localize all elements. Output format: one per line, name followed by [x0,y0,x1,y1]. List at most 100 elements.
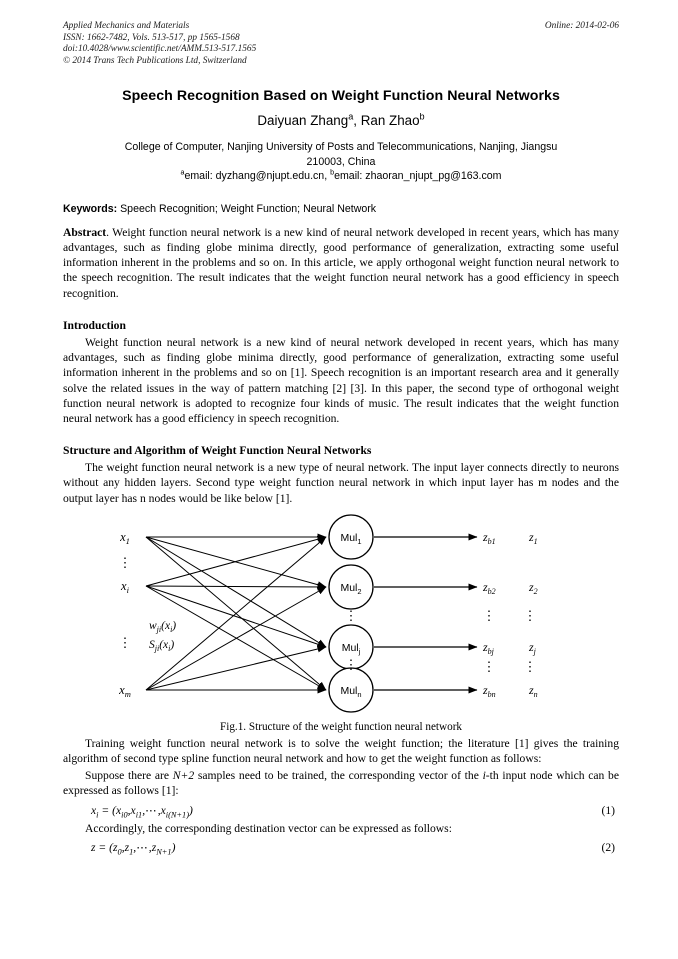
input-label-xm: xm [118,683,131,699]
eq2-dots: ⋯ [136,840,149,854]
neuron-label-2: Mul2 [340,582,361,596]
input-label-xi: xi [120,579,130,595]
eq2-t1: z [113,840,118,854]
structure-paragraph-1: The weight function neural network is a … [63,461,619,505]
author-list: Daiyuan Zhanga, Ran Zhaob [63,111,619,129]
eq2-t1sub: 0 [117,847,122,857]
eq1-c3: , [157,803,161,817]
ellipsis-z-lower: ⋮ [524,659,537,674]
author-affil-marker-b: b [419,111,425,122]
input-label-x1: x1 [119,530,130,546]
abstract-text: . Weight function neural network is a ne… [63,225,619,300]
output-label-zj: zj [528,640,537,656]
p2-mid: samples need to be trained, the correspo… [194,769,483,783]
output-label-z1: z1 [528,530,538,546]
affiliation-line-1: College of Computer, Nanjing University … [124,141,558,154]
after-figure-paragraph-1: Training weight function neural network … [63,736,619,765]
neural-network-diagram: x1 xi xm wji(xi) Sji(xi) [118,514,538,713]
abstract-label: Abstract [63,225,107,239]
eq2-c2: , [133,840,137,854]
eq1-t3sub: i(N+1) [165,809,189,819]
author-affil-marker-a: a [348,111,354,122]
equation-1-number: (1) [601,803,615,817]
neuron-label-j: Mulj [342,642,361,656]
ellipsis-inputs-lower: ⋮ [119,635,132,650]
eq1-t2: x [130,803,136,817]
eq2-eq: = ( [95,840,113,854]
email-marker-b: b [330,167,335,177]
p2-post: -th input node which can be expressed as… [63,769,619,798]
abstract-block: Abstract. Weight function neural network… [63,225,619,301]
section-heading-introduction: Introduction [63,318,126,332]
eq2-t3sub: N+1 [156,847,172,857]
figure-1-caption: Fig.1. Structure of the weight function … [219,720,463,733]
equation-2-number: (2) [601,840,615,854]
eq1-lhs: xi [91,803,99,819]
neuron-mul-1 [328,514,374,560]
eq2-lhs: z [91,840,96,854]
keywords-line: Keywords: Speech Recognition; Weight Fun… [63,202,619,216]
neuron-mul-n [328,667,374,713]
neuron-label-n: Muln [340,685,361,699]
eq2-c1: , [121,840,125,854]
email-b: email: zhaoran_njupt_pg@163.com [334,170,502,183]
equation-2: z = (z0,z1,⋯,zN+1) (2) [63,836,619,856]
equation-1: xi = (xi0,xi1,⋯,xi(N+1)) (1) [63,799,619,819]
eq2-close: ) [171,840,176,854]
figure-1: x1 xi xm wji(xi) Sji(xi) [63,514,619,719]
weight-function-label-s: Sji(xi) [149,639,174,653]
output-label-z2: z2 [528,580,538,596]
eq1-eq: = ( [98,803,116,817]
p2-italic-n: N+2 [172,769,195,783]
eq2-t3: z [151,840,157,854]
section-heading-structure: Structure and Algorithm of Weight Functi… [63,444,372,458]
ellipsis-neurons-upper: ⋮ [345,608,358,623]
after-figure-paragraph-3: Accordingly, the corresponding destinati… [85,821,452,835]
author-emails: aemail: dyzhang@njupt.edu.cn, bemail: zh… [63,169,619,184]
eq1-c1: , [127,803,131,817]
running-head: Applied Mechanics and Materials ISSN: 16… [63,0,619,67]
neuron-mul-2 [328,564,374,610]
author-name-2: Ran Zhao [360,113,420,129]
keywords-value: Speech Recognition; Weight Function; Neu… [117,202,377,215]
eq1-t2sub: i1 [135,809,143,819]
email-a: email: dyzhang@njupt.edu.cn, [184,170,331,183]
after-figure-paragraph-2: Suppose there are N+2 samples need to be… [63,766,619,798]
affiliation-line-2: 210003, China [306,155,376,168]
eq1-c2: , [142,803,146,817]
journal-copyright: © 2014 Trans Tech Publications Ltd, Swit… [63,55,247,66]
weight-function-label-w: wji(xi) [149,620,176,634]
affiliation: College of Computer, Nanjing University … [63,140,619,169]
email-marker-a: a [180,167,185,177]
output-label-zn: zn [528,683,538,699]
author-separator: , [353,113,361,129]
eq1-t1sub: i0 [121,809,128,819]
output-label-zbn: zbn [482,683,496,699]
online-date: Online: 2014-02-06 [544,21,619,31]
ellipsis-outputs-lower: ⋮ [483,659,496,674]
ellipsis-z-upper: ⋮ [524,608,537,623]
introduction-paragraph-1: Weight function neural network is a new … [63,335,619,425]
p2-italic-i: i [482,769,486,783]
page-content: Applied Mechanics and Materials ISSN: 16… [63,0,619,856]
keywords-label: Keywords: [63,202,118,215]
eq1-t1: x [115,803,122,817]
p2-pre: Suppose there are [85,769,173,783]
author-name-1: Daiyuan Zhang [257,113,349,129]
ellipsis-neurons-lower: ⋮ [345,657,358,672]
journal-doi: doi:10.4028/www.scientific.net/AMM.513-5… [63,44,257,55]
ellipsis-inputs-upper: ⋮ [119,555,132,570]
journal-issn: ISSN: 1662-7482, Vols. 513-517, pp 1565-… [63,32,240,43]
neuron-label-1: Mul1 [340,532,361,546]
output-label-zb2: zb2 [482,580,496,596]
journal-name: Applied Mechanics and Materials [63,21,190,31]
output-label-zbj: zbj [482,640,495,656]
eq1-t3: x [160,803,166,817]
paper-title: Speech Recognition Based on Weight Funct… [122,88,560,105]
ellipsis-outputs-upper: ⋮ [483,608,496,623]
eq1-dots: ⋯ [145,803,158,817]
eq2-t2: z [124,840,130,854]
eq2-t2sub: 1 [129,847,134,857]
eq2-c3: , [148,840,152,854]
